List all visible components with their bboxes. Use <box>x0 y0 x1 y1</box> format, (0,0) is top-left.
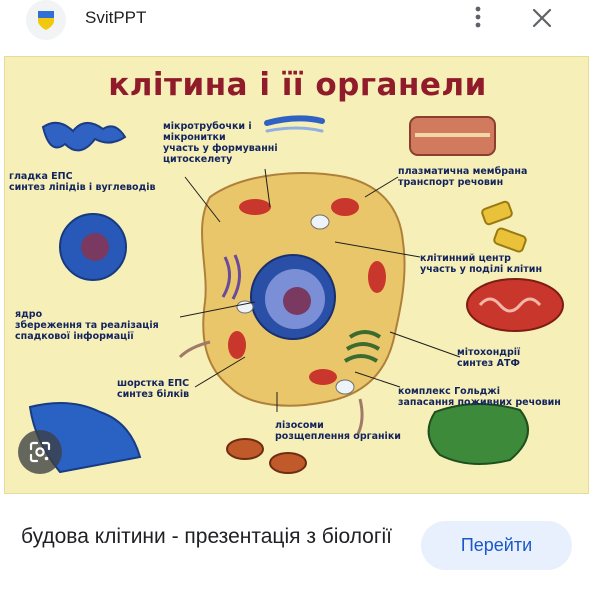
more-vert-icon[interactable] <box>466 4 490 30</box>
site-favicon[interactable] <box>26 0 66 40</box>
label-centrosome: клітинний центр участь у поділі клітин <box>420 253 543 275</box>
label-golgi: комплекс Гольджі запасання поживних речо… <box>398 386 561 408</box>
close-icon[interactable] <box>528 4 556 32</box>
label-mitochondria: мітохондрії синтез АТФ <box>457 347 521 369</box>
label-membrane: плазматична мембрана транспорт речовин <box>398 166 528 188</box>
ukraine-flag-shield-icon <box>38 11 54 30</box>
header: SvitPPT <box>0 0 594 46</box>
label-smooth-er: гладка ЕПС синтез ліпідів і вуглеводів <box>9 171 156 193</box>
result-caption[interactable]: будова клітини - презентація з біології <box>21 525 393 548</box>
google-lens-icon[interactable] <box>18 430 62 474</box>
label-lysosomes: лізосоми розщеплення органіки <box>275 420 401 442</box>
site-name[interactable]: SvitPPT <box>85 8 147 27</box>
poster-title: клітина і її органели <box>108 67 487 103</box>
label-nucleus: ядро збереження та реалізація спадкової … <box>15 309 159 342</box>
result-image[interactable]: клітина і її органели мікротрубочки і мі… <box>4 56 589 494</box>
cell-illustration <box>28 115 564 474</box>
visit-button[interactable]: Перейти <box>421 521 572 570</box>
label-microtubules: мікротрубочки і мікронитки участь у форм… <box>163 121 278 165</box>
label-rough-er: шорстка ЕПС синтез білків <box>117 378 190 400</box>
